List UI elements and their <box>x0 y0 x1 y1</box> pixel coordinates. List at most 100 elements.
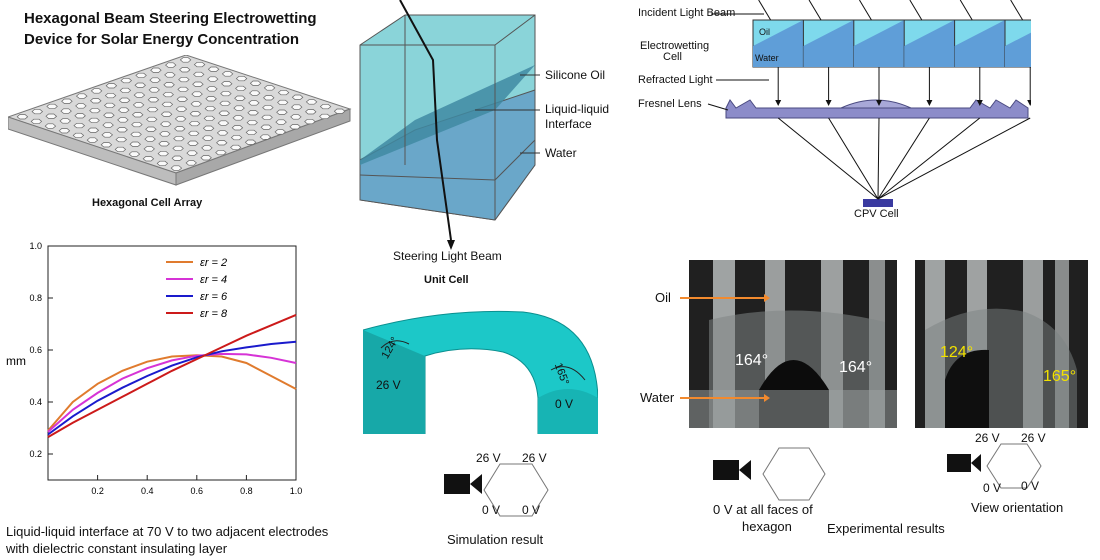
electrowetting-cell-row <box>752 19 1031 68</box>
hex-cell <box>290 114 302 120</box>
hex-cell <box>135 72 147 79</box>
sim-voltage-left: 26 V <box>376 378 401 392</box>
view-orientation-caption: View orientation <box>971 500 1064 515</box>
exp-water-label: Water <box>640 390 675 405</box>
steering-beam-label: Steering Light Beam <box>393 249 502 263</box>
hex-cell <box>161 101 174 108</box>
ray-arrowhead <box>775 100 782 106</box>
interface-profile-chart: 0.20.40.60.81.00.20.40.60.81.0mmmmεr = 2… <box>6 241 302 496</box>
hex-cell <box>131 112 144 118</box>
camera-icon <box>947 454 981 472</box>
camera-icon <box>713 460 751 480</box>
hex-cell <box>160 111 173 117</box>
x-tick-label: 0.8 <box>240 486 253 496</box>
hex-cell <box>115 136 128 143</box>
hex-cell <box>143 146 155 152</box>
hex-cell <box>177 86 189 93</box>
hex-cell <box>60 108 72 114</box>
view-hex-top-right: 26 V <box>1021 431 1046 445</box>
hex-cell <box>164 72 176 78</box>
silicone-oil-label: Silicone Oil <box>545 68 606 82</box>
hex-cell <box>174 116 187 122</box>
unit-cell-drawing <box>359 0 540 250</box>
plot-caption-1: Liquid-liquid interface at 70 V to two a… <box>6 524 329 539</box>
focused-ray <box>877 117 1031 200</box>
hex-cell <box>217 120 230 126</box>
hex-cell <box>148 87 160 93</box>
simulation-orientation <box>444 463 549 517</box>
cell-water-label: Water <box>755 53 779 63</box>
hex-cell <box>176 96 188 102</box>
exp-pointers <box>680 294 770 402</box>
hex-cell <box>319 103 332 110</box>
hex-cell <box>246 119 258 126</box>
hex-cell <box>263 85 276 91</box>
hex-cell <box>305 99 318 105</box>
hex-cell <box>162 91 174 98</box>
hex-cell <box>201 145 213 151</box>
hex-cell <box>186 150 198 156</box>
ew-cell-label-2: Cell <box>663 51 682 63</box>
ew-cell-label-1: Electrowetting <box>640 40 710 52</box>
hex-cell <box>179 57 192 63</box>
hex-cell <box>44 123 57 129</box>
focused-ray <box>877 117 981 200</box>
hex-cell <box>248 100 260 106</box>
hex-cell <box>145 126 157 132</box>
hex-cell <box>88 117 100 124</box>
hex-cell <box>216 140 228 146</box>
hex-cell <box>179 67 191 73</box>
focused-ray <box>777 117 879 200</box>
hexagonal-cell-array-drawing <box>8 55 352 186</box>
hex-cell <box>274 129 286 135</box>
diagram-title: Hexagonal Beam Steering Electrowetting D… <box>24 8 317 50</box>
y-tick-label: 0.6 <box>29 345 42 355</box>
chart-frame <box>47 245 297 481</box>
x-tick-label: 0.2 <box>91 486 104 496</box>
hex-cell <box>157 150 169 157</box>
incident-ray <box>909 0 923 21</box>
hex-cell <box>172 145 184 152</box>
hex-cell <box>202 125 215 131</box>
optics-schematic <box>707 0 1031 207</box>
hex-cell <box>16 114 29 120</box>
fresnel-lens-label: Fresnel Lens <box>638 98 702 110</box>
hex-cell <box>163 82 175 88</box>
hex-cell <box>235 85 247 92</box>
hex-cell <box>193 61 206 68</box>
liquid-interface <box>360 65 535 165</box>
ew-cell-water <box>1005 32 1031 67</box>
cpv-cell-label: CPV Cell <box>854 208 899 220</box>
incident-ray <box>1010 0 1024 21</box>
hex-cell <box>104 92 117 99</box>
simulation-caption: Simulation result <box>447 532 544 547</box>
hex-cell <box>150 67 162 73</box>
hex-cell <box>245 129 258 136</box>
refracted-light-label: Refracted Light <box>638 74 713 86</box>
incident-ray <box>959 0 973 21</box>
ray-arrowhead <box>926 100 933 106</box>
hex-cell <box>170 165 183 171</box>
hex-cell <box>305 109 317 115</box>
y-tick-label: 1.0 <box>29 241 42 251</box>
hex-cell <box>61 98 73 104</box>
hex-cell <box>100 142 113 148</box>
uniform-caption-1: 0 V at all faces of <box>713 502 813 517</box>
hex-cell <box>277 89 290 96</box>
hex-cell <box>190 101 202 107</box>
ew-cell-water <box>853 20 905 67</box>
hex-cell <box>276 109 288 115</box>
hex-cell <box>128 151 141 157</box>
title-line-2: Device for Solar Energy Concentration <box>24 31 300 48</box>
hex-cell <box>120 77 133 84</box>
hex-cell <box>215 149 227 156</box>
x-tick-label: 0.6 <box>191 486 204 496</box>
x-tick-label: 0.4 <box>141 486 154 496</box>
hex-cell <box>263 95 275 101</box>
ew-cell-water <box>954 20 1005 67</box>
hex-cell <box>202 135 214 141</box>
hex-cell <box>244 139 257 145</box>
hex-cell <box>289 124 301 130</box>
hex-cell <box>185 160 197 166</box>
hex-cell <box>193 71 205 78</box>
